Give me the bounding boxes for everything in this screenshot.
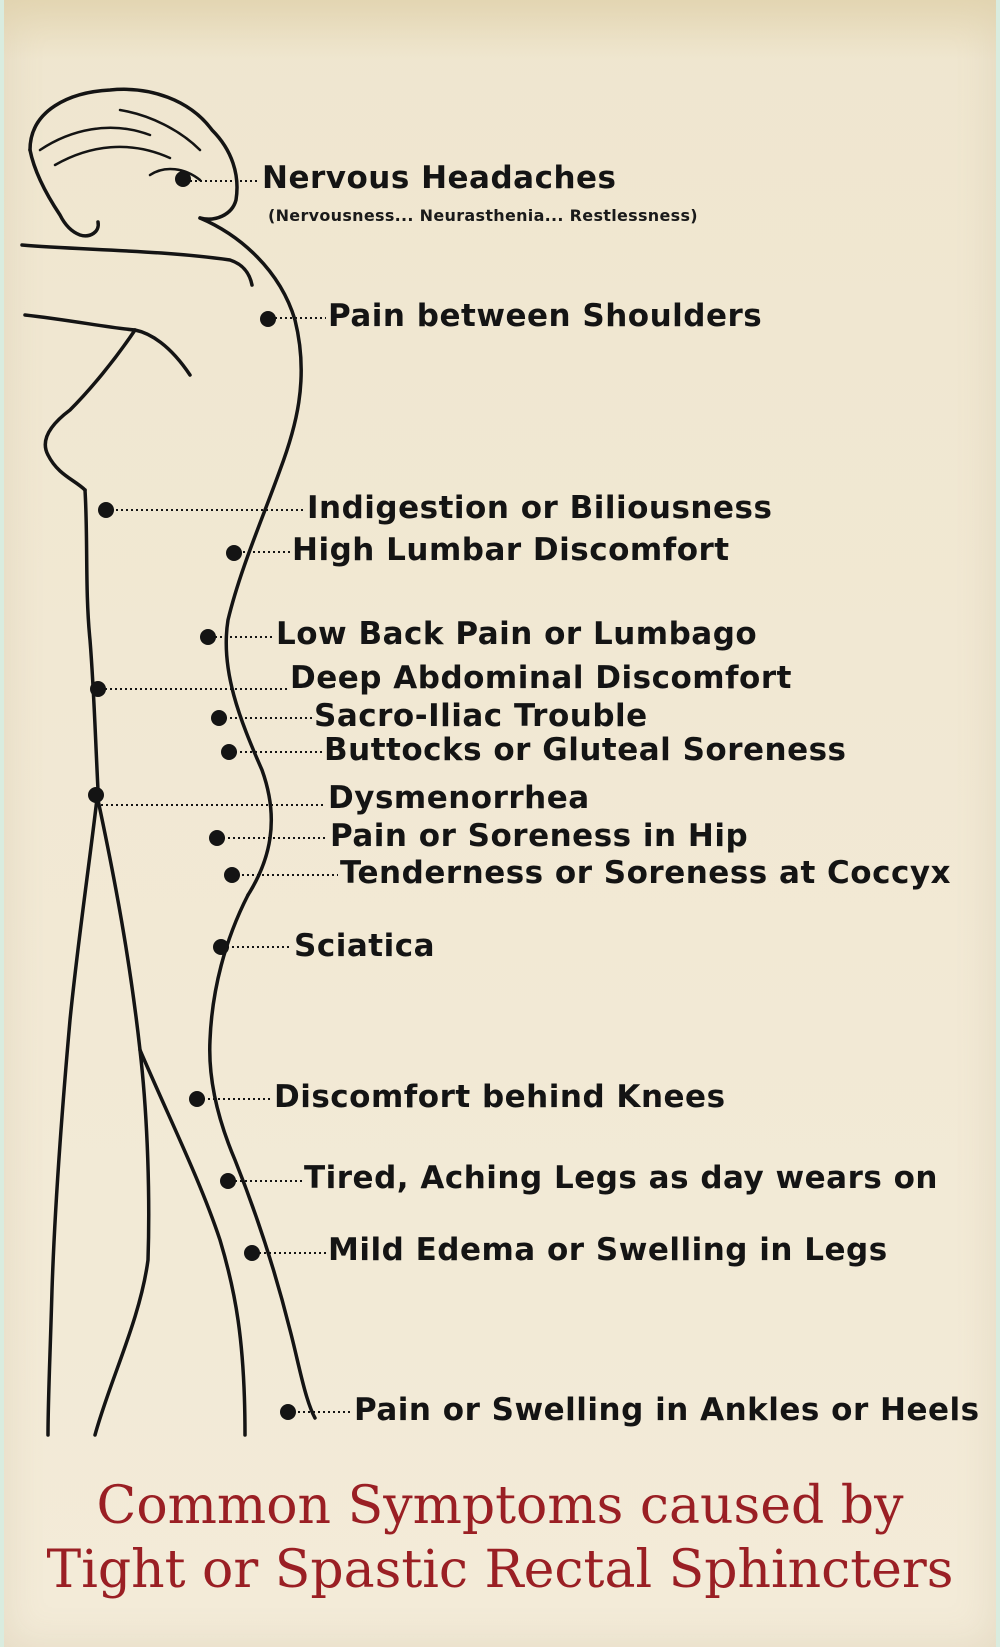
back-leg-line	[207, 893, 317, 1420]
face-outline	[28, 148, 100, 238]
label-dysmenorrhea: Dysmenorrhea	[328, 780, 590, 816]
label-low-back-pain: Low Back Pain or Lumbago	[276, 616, 758, 652]
label-edema: Mild Edema or Swelling in Legs	[328, 1232, 888, 1268]
dot-buttocks	[221, 744, 237, 760]
upper-arm	[20, 243, 254, 287]
inner-leg-line-1	[93, 798, 151, 1437]
label-deep-abdominal: Deep Abdominal Discomfort	[290, 660, 792, 696]
hair-strands	[38, 108, 202, 182]
dot-ankles	[280, 1404, 296, 1420]
dot-coccyx	[224, 867, 240, 883]
dot-high-lumbar	[226, 545, 242, 561]
label-pain-between-shoulders: Pain between Shoulders	[328, 298, 763, 334]
label-sacro-iliac: Sacro-Iliac Trouble	[314, 698, 648, 734]
paper-card	[4, 0, 996, 1647]
label-knees: Discomfort behind Knees	[274, 1079, 726, 1115]
head-outline	[28, 87, 239, 221]
chest-line	[43, 328, 137, 492]
dot-dysmenorrhea	[88, 787, 104, 803]
label-nervous-headaches: Nervous Headaches	[262, 160, 617, 196]
caption-line-2: Tight or Spastic Rectal Sphincters	[46, 1540, 954, 1600]
dot-nervous-headaches	[175, 171, 191, 187]
label-coccyx: Tenderness or Soreness at Coccyx	[340, 855, 952, 891]
label-hip-pain: Pain or Soreness in Hip	[330, 818, 749, 854]
dot-edema	[244, 1245, 260, 1261]
dot-hip	[209, 830, 225, 846]
dot-low-back	[200, 629, 216, 645]
label-sciatica: Sciatica	[294, 928, 435, 964]
label-tired-legs: Tired, Aching Legs as day wears on	[304, 1160, 938, 1196]
dot-tired-legs	[220, 1173, 236, 1189]
label-indigestion: Indigestion or Biliousness	[307, 490, 773, 526]
label-ankles: Pain or Swelling in Ankles or Heels	[354, 1392, 980, 1428]
caption-line-1: Common Symptoms caused by	[96, 1476, 904, 1536]
label-buttocks: Buttocks or Gluteal Soreness	[324, 732, 847, 768]
dot-shoulders	[260, 311, 276, 327]
front-leg-line	[46, 788, 100, 1437]
dot-sciatica	[213, 939, 229, 955]
back-line	[198, 216, 303, 897]
dot-indigestion	[98, 502, 114, 518]
label-nervous-headaches-sub: (Nervousness... Neurasthenia... Restless…	[268, 206, 698, 225]
dot-sacro-iliac	[211, 710, 227, 726]
dot-knees	[189, 1091, 205, 1107]
inner-leg-line-2	[138, 1048, 247, 1437]
label-high-lumbar: High Lumbar Discomfort	[292, 532, 730, 568]
dot-deep-abdominal	[90, 681, 106, 697]
front-torso-line	[83, 488, 100, 792]
